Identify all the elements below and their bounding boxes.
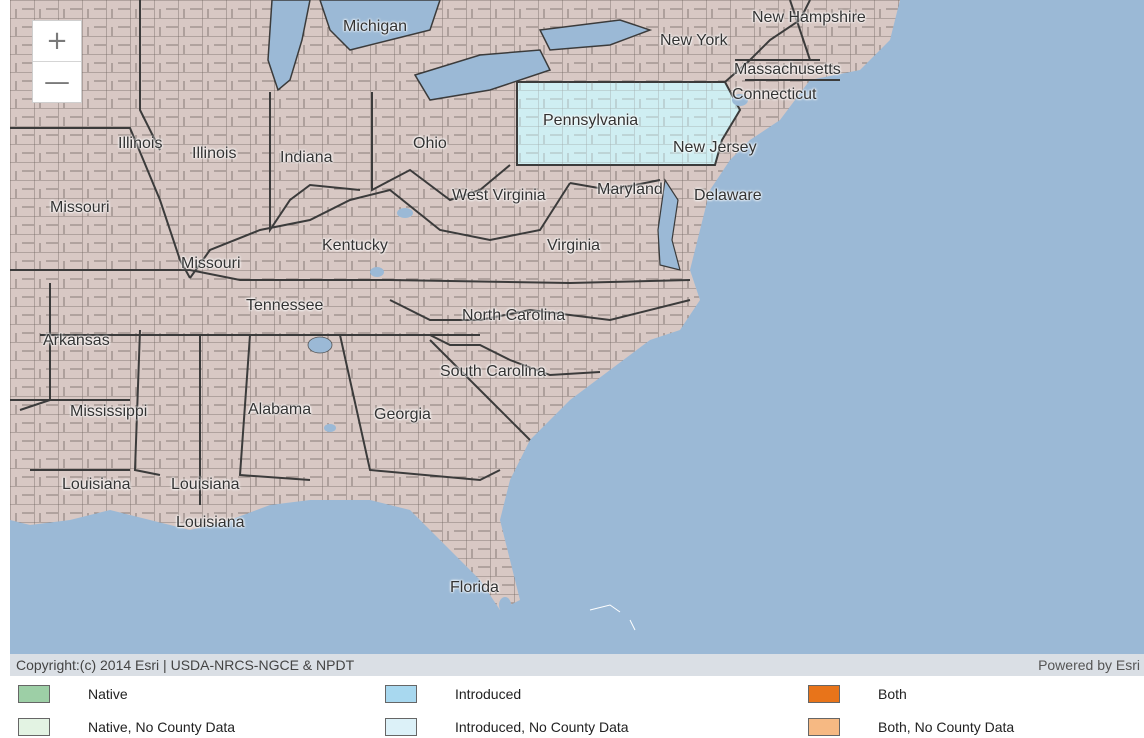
state-label-new-york: New York: [660, 32, 728, 49]
legend-swatch-introduced: [385, 685, 417, 703]
state-label-louisiana-a: Louisiana: [62, 476, 131, 493]
legend: Native Introduced Both Native, No County…: [0, 676, 1144, 738]
state-label-arkansas: Arkansas: [43, 332, 110, 349]
state-label-mississippi: Mississippi: [70, 403, 148, 420]
state-label-tennessee: Tennessee: [246, 297, 324, 314]
state-label-west-virginia: West Virginia: [452, 187, 546, 204]
legend-label-native: Native: [88, 686, 128, 702]
legend-label-introduced: Introduced: [455, 686, 522, 702]
state-label-new-jersey: New Jersey: [673, 139, 757, 156]
state-label-kentucky: Kentucky: [322, 237, 388, 254]
state-label-connecticut: Connecticut: [732, 86, 817, 103]
legend-swatch-native-no-county: [18, 718, 50, 736]
state-label-maryland: Maryland: [597, 181, 663, 198]
state-label-south-carolina: South Carolina: [440, 363, 546, 380]
state-label-missouri-b: Missouri: [181, 255, 241, 272]
map-canvas[interactable]: [10, 0, 1144, 676]
legend-label-native-no-county: Native, No County Data: [88, 719, 236, 735]
legend-label-introduced-no-county: Introduced, No County Data: [455, 719, 629, 735]
state-label-massachusetts: Massachusetts: [734, 61, 841, 78]
map-view[interactable]: Michigan New Hampshire New York Massachu…: [10, 0, 1144, 676]
zoom-divider: [33, 61, 81, 62]
chesapeake-bay: [657, 178, 681, 271]
attribution-bar: Copyright:(c) 2014 Esri | USDA-NRCS-NGCE…: [10, 654, 1144, 676]
legend-label-both-no-county: Both, No County Data: [878, 719, 1015, 735]
zoom-control: + —: [32, 20, 82, 103]
state-label-illinois-b: Illinois: [192, 145, 237, 162]
lake-huron: [319, 0, 441, 51]
state-borders: [10, 0, 840, 505]
legend-label-both: Both: [878, 686, 907, 702]
legend-swatch-introduced-no-county: [385, 718, 417, 736]
zoom-in-button[interactable]: +: [33, 21, 81, 61]
lake-ontario: [538, 19, 653, 51]
state-label-indiana: Indiana: [280, 149, 333, 166]
state-label-florida: Florida: [450, 579, 499, 596]
state-label-north-carolina: North Carolina: [462, 307, 566, 324]
state-label-missouri-a: Missouri: [50, 199, 110, 216]
state-label-virginia: Virginia: [547, 237, 601, 254]
legend-swatch-both-no-county: [808, 718, 840, 736]
state-label-delaware: Delaware: [694, 187, 762, 204]
state-label-georgia: Georgia: [374, 406, 431, 423]
copyright-text: Copyright:(c) 2014 Esri | USDA-NRCS-NGCE…: [16, 657, 355, 673]
lake-erie: [413, 49, 552, 101]
state-label-louisiana-b: Louisiana: [171, 476, 240, 493]
state-label-pennsylvania: Pennsylvania: [543, 112, 639, 129]
zoom-out-button[interactable]: —: [33, 62, 81, 102]
state-label-alabama: Alabama: [248, 401, 312, 418]
legend-swatch-both: [808, 685, 840, 703]
state-label-new-hampshire: New Hampshire: [752, 9, 866, 26]
state-label-illinois-a: Illinois: [118, 135, 163, 152]
powered-by-link[interactable]: Powered by Esri: [1038, 657, 1140, 673]
state-label-michigan: Michigan: [343, 18, 408, 35]
lake-michigan: [267, 0, 311, 92]
state-label-ohio: Ohio: [413, 135, 447, 152]
state-label-louisiana-c: Louisiana: [176, 514, 245, 531]
legend-swatch-native: [18, 685, 50, 703]
